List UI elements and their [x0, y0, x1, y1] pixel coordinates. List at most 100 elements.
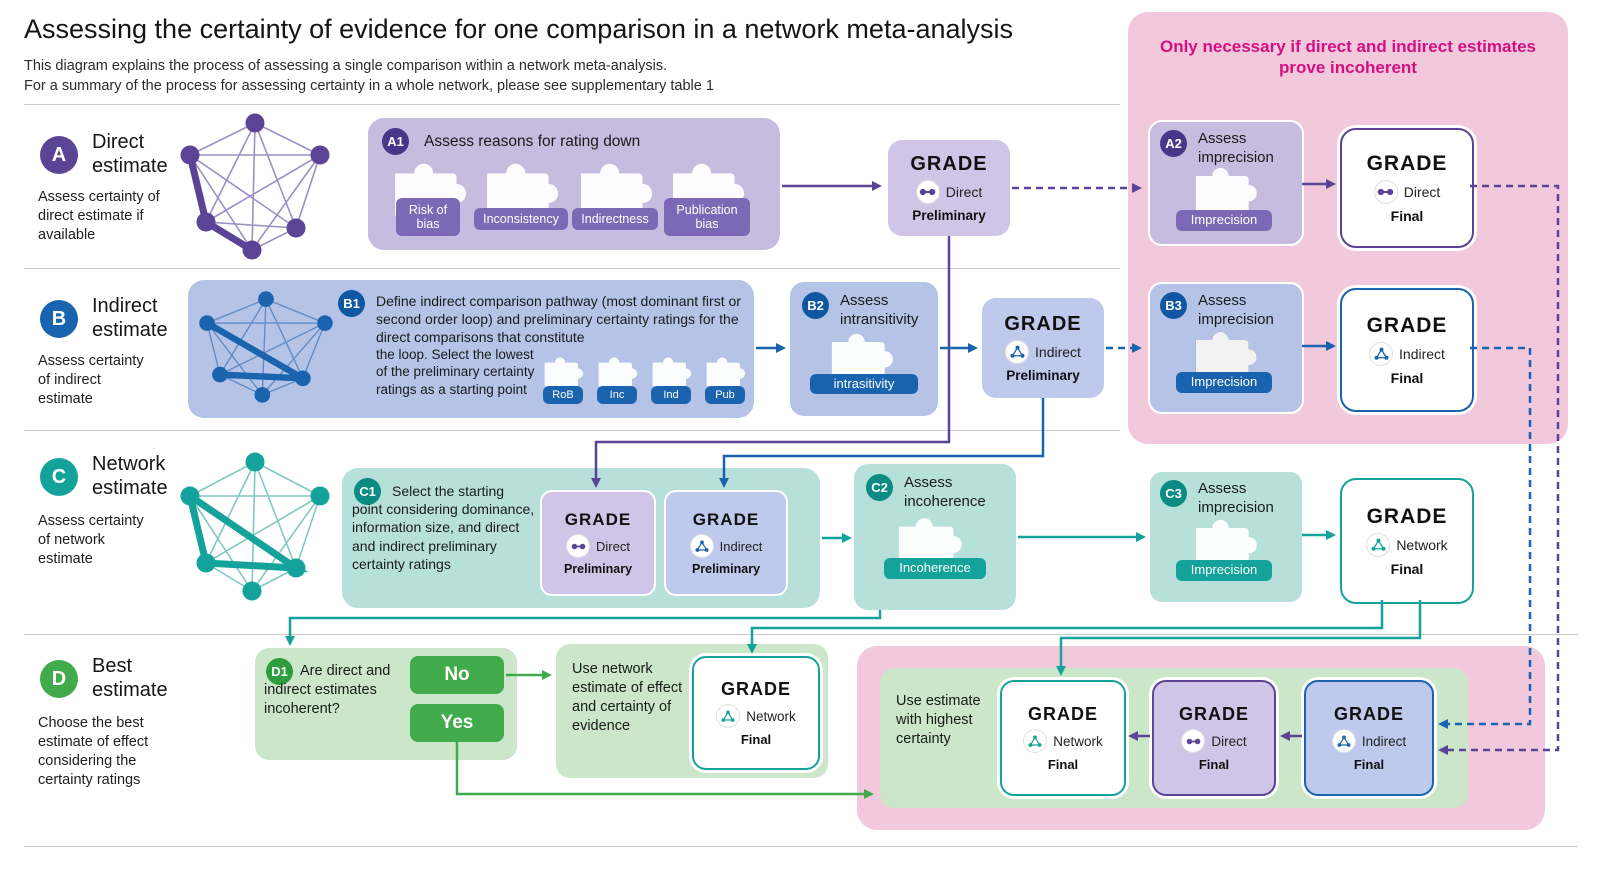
- grade-stage: Preliminary: [912, 208, 986, 223]
- grade-type: Direct: [596, 538, 630, 554]
- grade-stage: Final: [740, 732, 772, 747]
- network-icon: [1366, 533, 1391, 557]
- pill-risk-of-bias: Risk of bias: [396, 198, 460, 236]
- row-a-badge: A: [40, 136, 78, 174]
- grade-type: Network: [1396, 537, 1448, 553]
- puzzle-icon: [831, 333, 893, 381]
- indirect-icon: [1005, 340, 1030, 364]
- row-b-desc: Assess certainty of indirect estimate: [38, 353, 144, 407]
- grade-type: Direct: [1403, 184, 1441, 200]
- grade-stage: Final: [1198, 757, 1230, 772]
- direct-icon: [1181, 729, 1206, 753]
- whole-network-graph-icon: [180, 452, 330, 601]
- grade-stage: Preliminary: [563, 562, 633, 576]
- pill-ind: Ind: [651, 386, 691, 404]
- b1-text-2: the loop. Select the lowest of the preli…: [376, 347, 535, 397]
- indirect-icon: [1369, 342, 1394, 366]
- row-c-title: Network estimate: [92, 453, 168, 499]
- pill-imprecision: Imprecision: [1176, 210, 1272, 231]
- use-highest-certainty-text: Use estimate with highest certainty: [896, 693, 981, 747]
- d1-question: Are direct and indirect estimates incohe…: [264, 663, 391, 717]
- row-c-badge: C: [40, 458, 78, 496]
- grade-label: GRADE: [1366, 314, 1448, 337]
- grade-type: Network: [746, 708, 796, 724]
- grade-indirect-final: GRADE Indirect Final: [1340, 288, 1474, 412]
- puzzle-icon: [487, 163, 559, 218]
- badge-c1: C1: [354, 478, 381, 505]
- network-icon: [1023, 729, 1048, 753]
- no-button: No: [410, 656, 504, 694]
- row-b-badge: B: [40, 300, 78, 338]
- a2-label: Assess imprecision: [1198, 130, 1274, 166]
- pill-imprecision: Imprecision: [1176, 372, 1272, 393]
- row-d-title: Best estimate: [92, 655, 168, 701]
- grade-indirect-preliminary: GRADE Indirect Preliminary: [982, 298, 1104, 398]
- puzzle-icon: [581, 163, 653, 218]
- row-d-desc: Choose the best estimate of effect consi…: [38, 715, 149, 788]
- pink-note: Only necessary if direct and indirect es…: [1159, 37, 1537, 78]
- use-network-estimate-text: Use network estimate of effect and certa…: [572, 661, 683, 734]
- row-divider: [24, 634, 1578, 635]
- row-divider: [24, 846, 1578, 847]
- grade-label: GRADE: [1333, 704, 1404, 724]
- grade-indirect-preliminary-c1: GRADE Indirect Preliminary: [664, 490, 788, 596]
- grade-label: GRADE: [1027, 704, 1098, 724]
- pill-rob: RoB: [543, 386, 583, 404]
- grade-type: Indirect: [719, 538, 763, 554]
- badge-c3: C3: [1160, 480, 1187, 507]
- puzzle-icon: [1195, 331, 1257, 379]
- row-divider: [24, 104, 1120, 105]
- grade-label: GRADE: [1178, 704, 1249, 724]
- indirect-icon: [1331, 729, 1356, 753]
- grade-stage: Final: [1353, 757, 1385, 772]
- yes-button: Yes: [410, 704, 504, 742]
- row-a-desc: Assess certainty of direct estimate if a…: [38, 189, 160, 243]
- pill-inconsistency: Inconsistency: [474, 208, 568, 230]
- network-icon: [716, 704, 741, 728]
- pill-intransitivity: intrasitivity: [810, 374, 918, 394]
- grade-direct-preliminary-c1: GRADE Direct Preliminary: [540, 490, 656, 596]
- grade-network-final: GRADE Network Final: [1340, 478, 1474, 604]
- grade-label: GRADE: [1366, 505, 1448, 528]
- grade-label: GRADE: [720, 679, 791, 699]
- indirect-icon: [689, 534, 714, 558]
- badge-a1: A1: [382, 128, 409, 155]
- row-divider: [24, 430, 1120, 431]
- row-b-title: Indirect estimate: [92, 295, 168, 341]
- grade-stage: Preliminary: [691, 562, 761, 576]
- grade-stage: Final: [1390, 370, 1424, 386]
- b3-label: Assess imprecision: [1198, 292, 1274, 328]
- grade-direct-final-yes: GRADE Direct Final: [1152, 680, 1276, 796]
- grade-type: Network: [1053, 733, 1103, 749]
- puzzle-icon: [544, 357, 584, 387]
- row-d-badge: D: [40, 660, 78, 698]
- pill-publication-bias: Publication bias: [664, 198, 750, 236]
- page-subtitle-1: This diagram explains the process of ass…: [24, 58, 668, 74]
- badge-b3: B3: [1160, 292, 1187, 319]
- grade-label: GRADE: [692, 510, 760, 529]
- page-title: Assessing the certainty of evidence for …: [24, 14, 1013, 44]
- grade-direct-preliminary: GRADE Direct Preliminary: [888, 140, 1010, 236]
- puzzle-icon: [706, 357, 746, 387]
- pill-pub: Pub: [705, 386, 745, 404]
- grade-label: GRADE: [910, 153, 988, 175]
- badge-c2: C2: [866, 474, 893, 501]
- grade-label: GRADE: [564, 510, 632, 529]
- grade-indirect-final-yes: GRADE Indirect Final: [1304, 680, 1434, 796]
- grade-label: GRADE: [1004, 313, 1082, 335]
- pill-indirectness: Indirectness: [572, 208, 658, 230]
- direct-icon: [566, 534, 591, 558]
- pill-inc: Inc: [597, 386, 637, 404]
- pill-imprecision: Imprecision: [1176, 560, 1272, 581]
- grade-type: Indirect: [1361, 733, 1407, 749]
- row-a-title: Direct estimate: [92, 131, 168, 177]
- puzzle-icon: [898, 518, 962, 567]
- badge-d1: D1: [266, 658, 293, 685]
- puzzle-icon: [652, 357, 692, 387]
- pill-incoherence: Incoherence: [884, 558, 986, 579]
- badge-a2: A2: [1160, 130, 1187, 157]
- indirect-network-graph-icon: [199, 291, 333, 403]
- grade-stage: Final: [1390, 208, 1424, 224]
- grade-stage: Final: [1390, 561, 1424, 577]
